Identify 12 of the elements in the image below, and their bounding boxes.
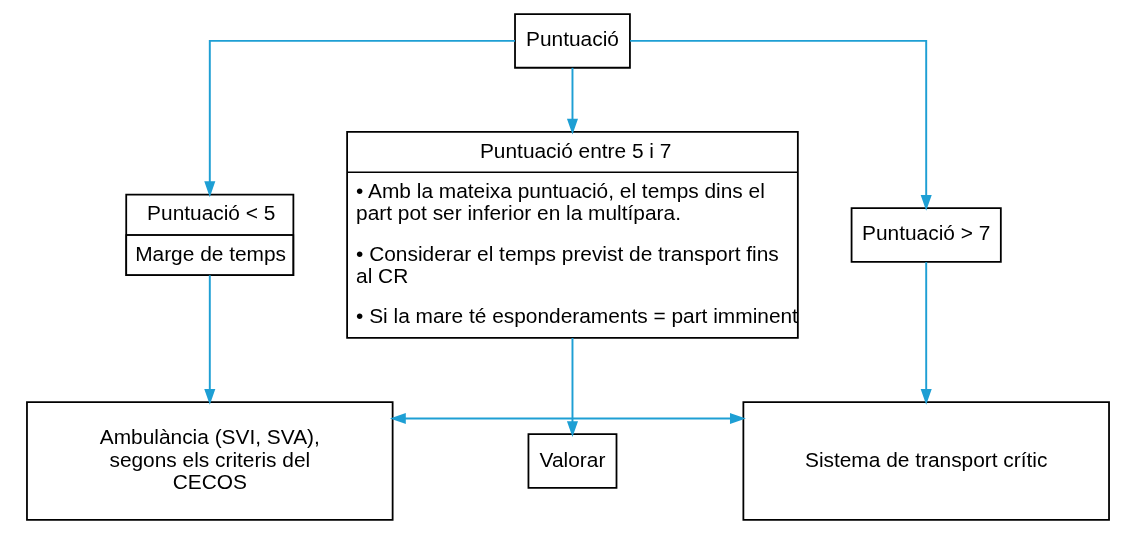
arrow <box>920 261 932 405</box>
arrow <box>628 39 932 211</box>
arrow <box>566 337 578 438</box>
arrow <box>566 66 578 135</box>
node-box: Puntuació <box>513 13 631 69</box>
arrow <box>203 274 215 405</box>
node-box: Ambulància (SVI, SVA), segons els criteris del CECOS <box>25 401 394 521</box>
arrow <box>203 39 516 198</box>
arrow <box>389 412 746 425</box>
node-box: Puntuació > 7 <box>850 207 1002 263</box>
node-box: Valorar <box>527 433 617 489</box>
node-box: Sistema de transport crític <box>741 401 1110 521</box>
